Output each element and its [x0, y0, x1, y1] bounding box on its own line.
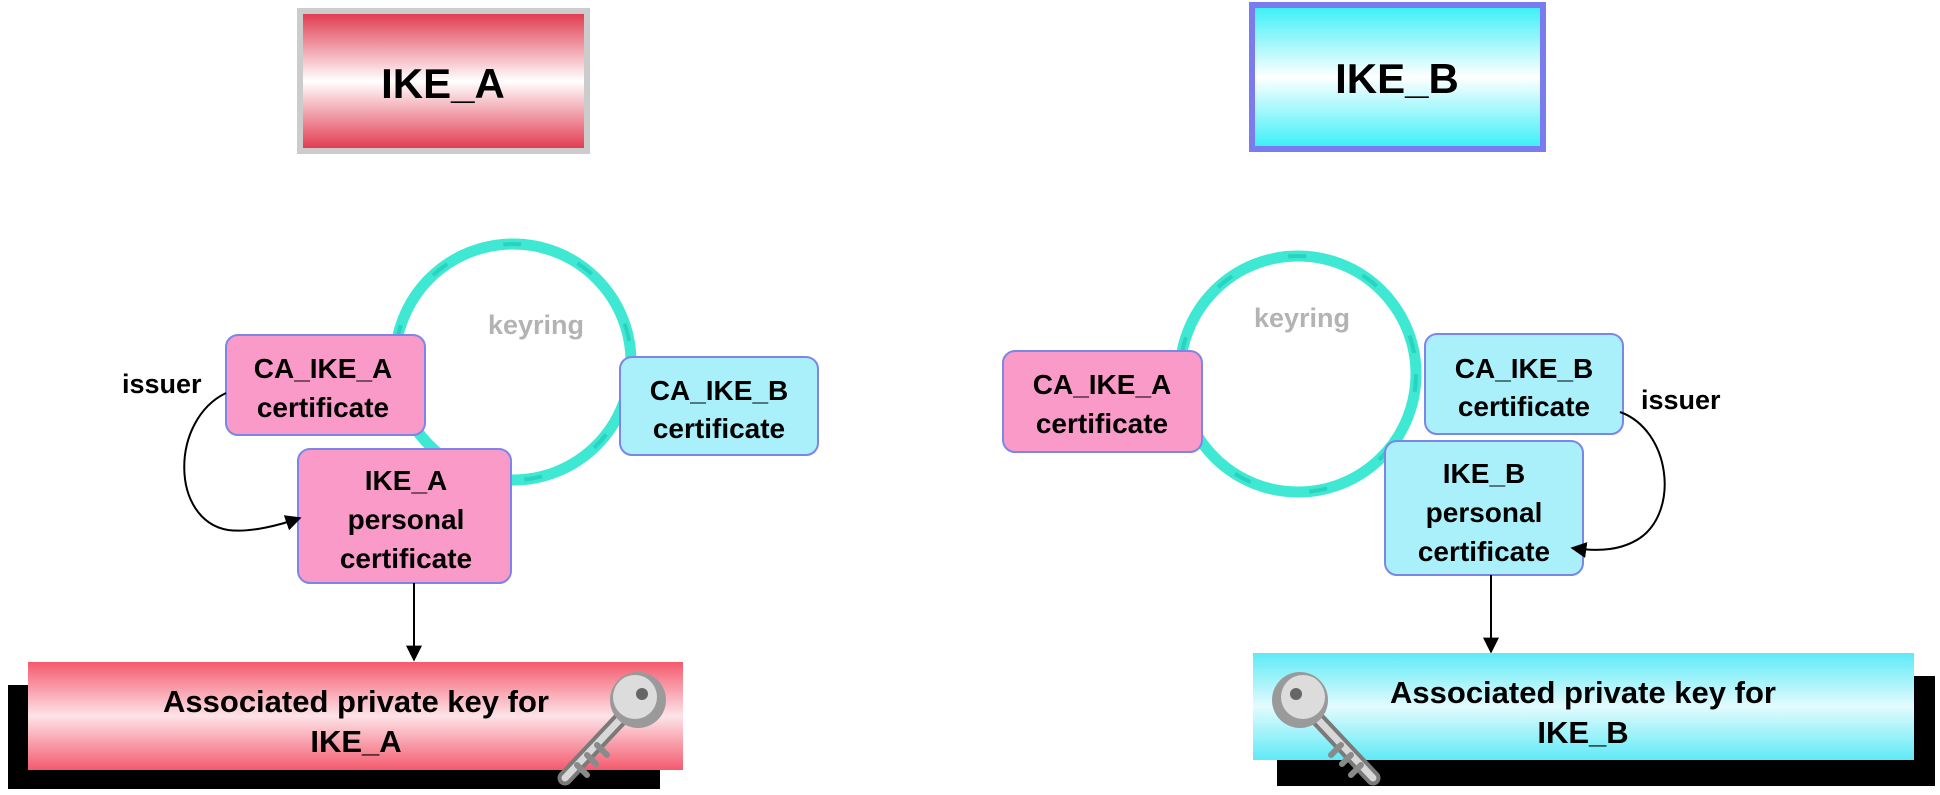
- ca-ike-b-cert-left: CA_IKE_B certificate: [619, 356, 819, 456]
- ca-ike-a-cert-left: CA_IKE_A certificate: [225, 334, 426, 436]
- ike-b-personal-cert-line2: personal: [1426, 497, 1543, 528]
- title-box-ike-a: IKE_A: [297, 8, 590, 154]
- ca-ike-b-cert-left-line1: CA_IKE_B: [650, 375, 788, 406]
- ca-ike-a-cert-right-line1: CA_IKE_A: [1033, 369, 1171, 400]
- ike-b-personal-cert-line3: certificate: [1418, 536, 1550, 567]
- left-panel: IKE_A keyring CA_IKE_B certificate CA_IK…: [8, 8, 819, 789]
- ca-ike-a-cert-left-line2: certificate: [257, 392, 389, 423]
- ike-a-personal-cert-line3: certificate: [340, 543, 472, 574]
- private-key-banner-ike-b: Associated private key for IKE_B: [1253, 653, 1935, 786]
- ca-ike-a-cert-left-line1: CA_IKE_A: [254, 353, 392, 384]
- ca-ike-b-cert-right-line1: CA_IKE_B: [1455, 353, 1593, 384]
- private-key-ike-a-line1: Associated private key for: [163, 684, 549, 719]
- keyring-label-right: keyring: [1254, 303, 1350, 333]
- ike-a-personal-cert-line2: personal: [348, 504, 465, 535]
- ca-ike-b-cert-right-line2: certificate: [1458, 391, 1590, 422]
- private-key-ike-b-line1: Associated private key for: [1390, 675, 1776, 710]
- private-key-ike-a-line2: IKE_A: [310, 724, 401, 759]
- issuer-label-right: issuer: [1641, 385, 1721, 415]
- title-ike-b: IKE_B: [1335, 55, 1459, 102]
- keyring-ring-right: [1174, 250, 1422, 498]
- ca-ike-a-cert-right-line2: certificate: [1036, 408, 1168, 439]
- ike-b-personal-cert: IKE_B personal certificate: [1384, 440, 1584, 576]
- issuer-arrow-left: [183, 392, 302, 532]
- ike-a-personal-cert-line1: IKE_A: [365, 465, 447, 496]
- keyring-label-left: keyring: [488, 310, 584, 340]
- ca-ike-b-cert-right: CA_IKE_B certificate: [1424, 333, 1624, 435]
- right-panel: IKE_B keyring CA_IKE_A certificate CA_IK…: [1002, 2, 1935, 786]
- ike-b-personal-cert-line1: IKE_B: [1443, 458, 1525, 489]
- ike-a-personal-cert: IKE_A personal certificate: [297, 448, 512, 584]
- title-ike-a: IKE_A: [381, 60, 505, 107]
- keyring-ring-left: [389, 238, 637, 486]
- issuer-arrow-right: [1570, 411, 1666, 558]
- private-key-ike-b-line2: IKE_B: [1537, 715, 1628, 750]
- issuer-label-left: issuer: [122, 369, 202, 399]
- ca-ike-b-cert-left-line2: certificate: [653, 413, 785, 444]
- ca-ike-a-cert-right: CA_IKE_A certificate: [1002, 350, 1203, 453]
- title-box-ike-b: IKE_B: [1249, 2, 1546, 152]
- private-key-banner-ike-a: Associated private key for IKE_A: [8, 662, 683, 789]
